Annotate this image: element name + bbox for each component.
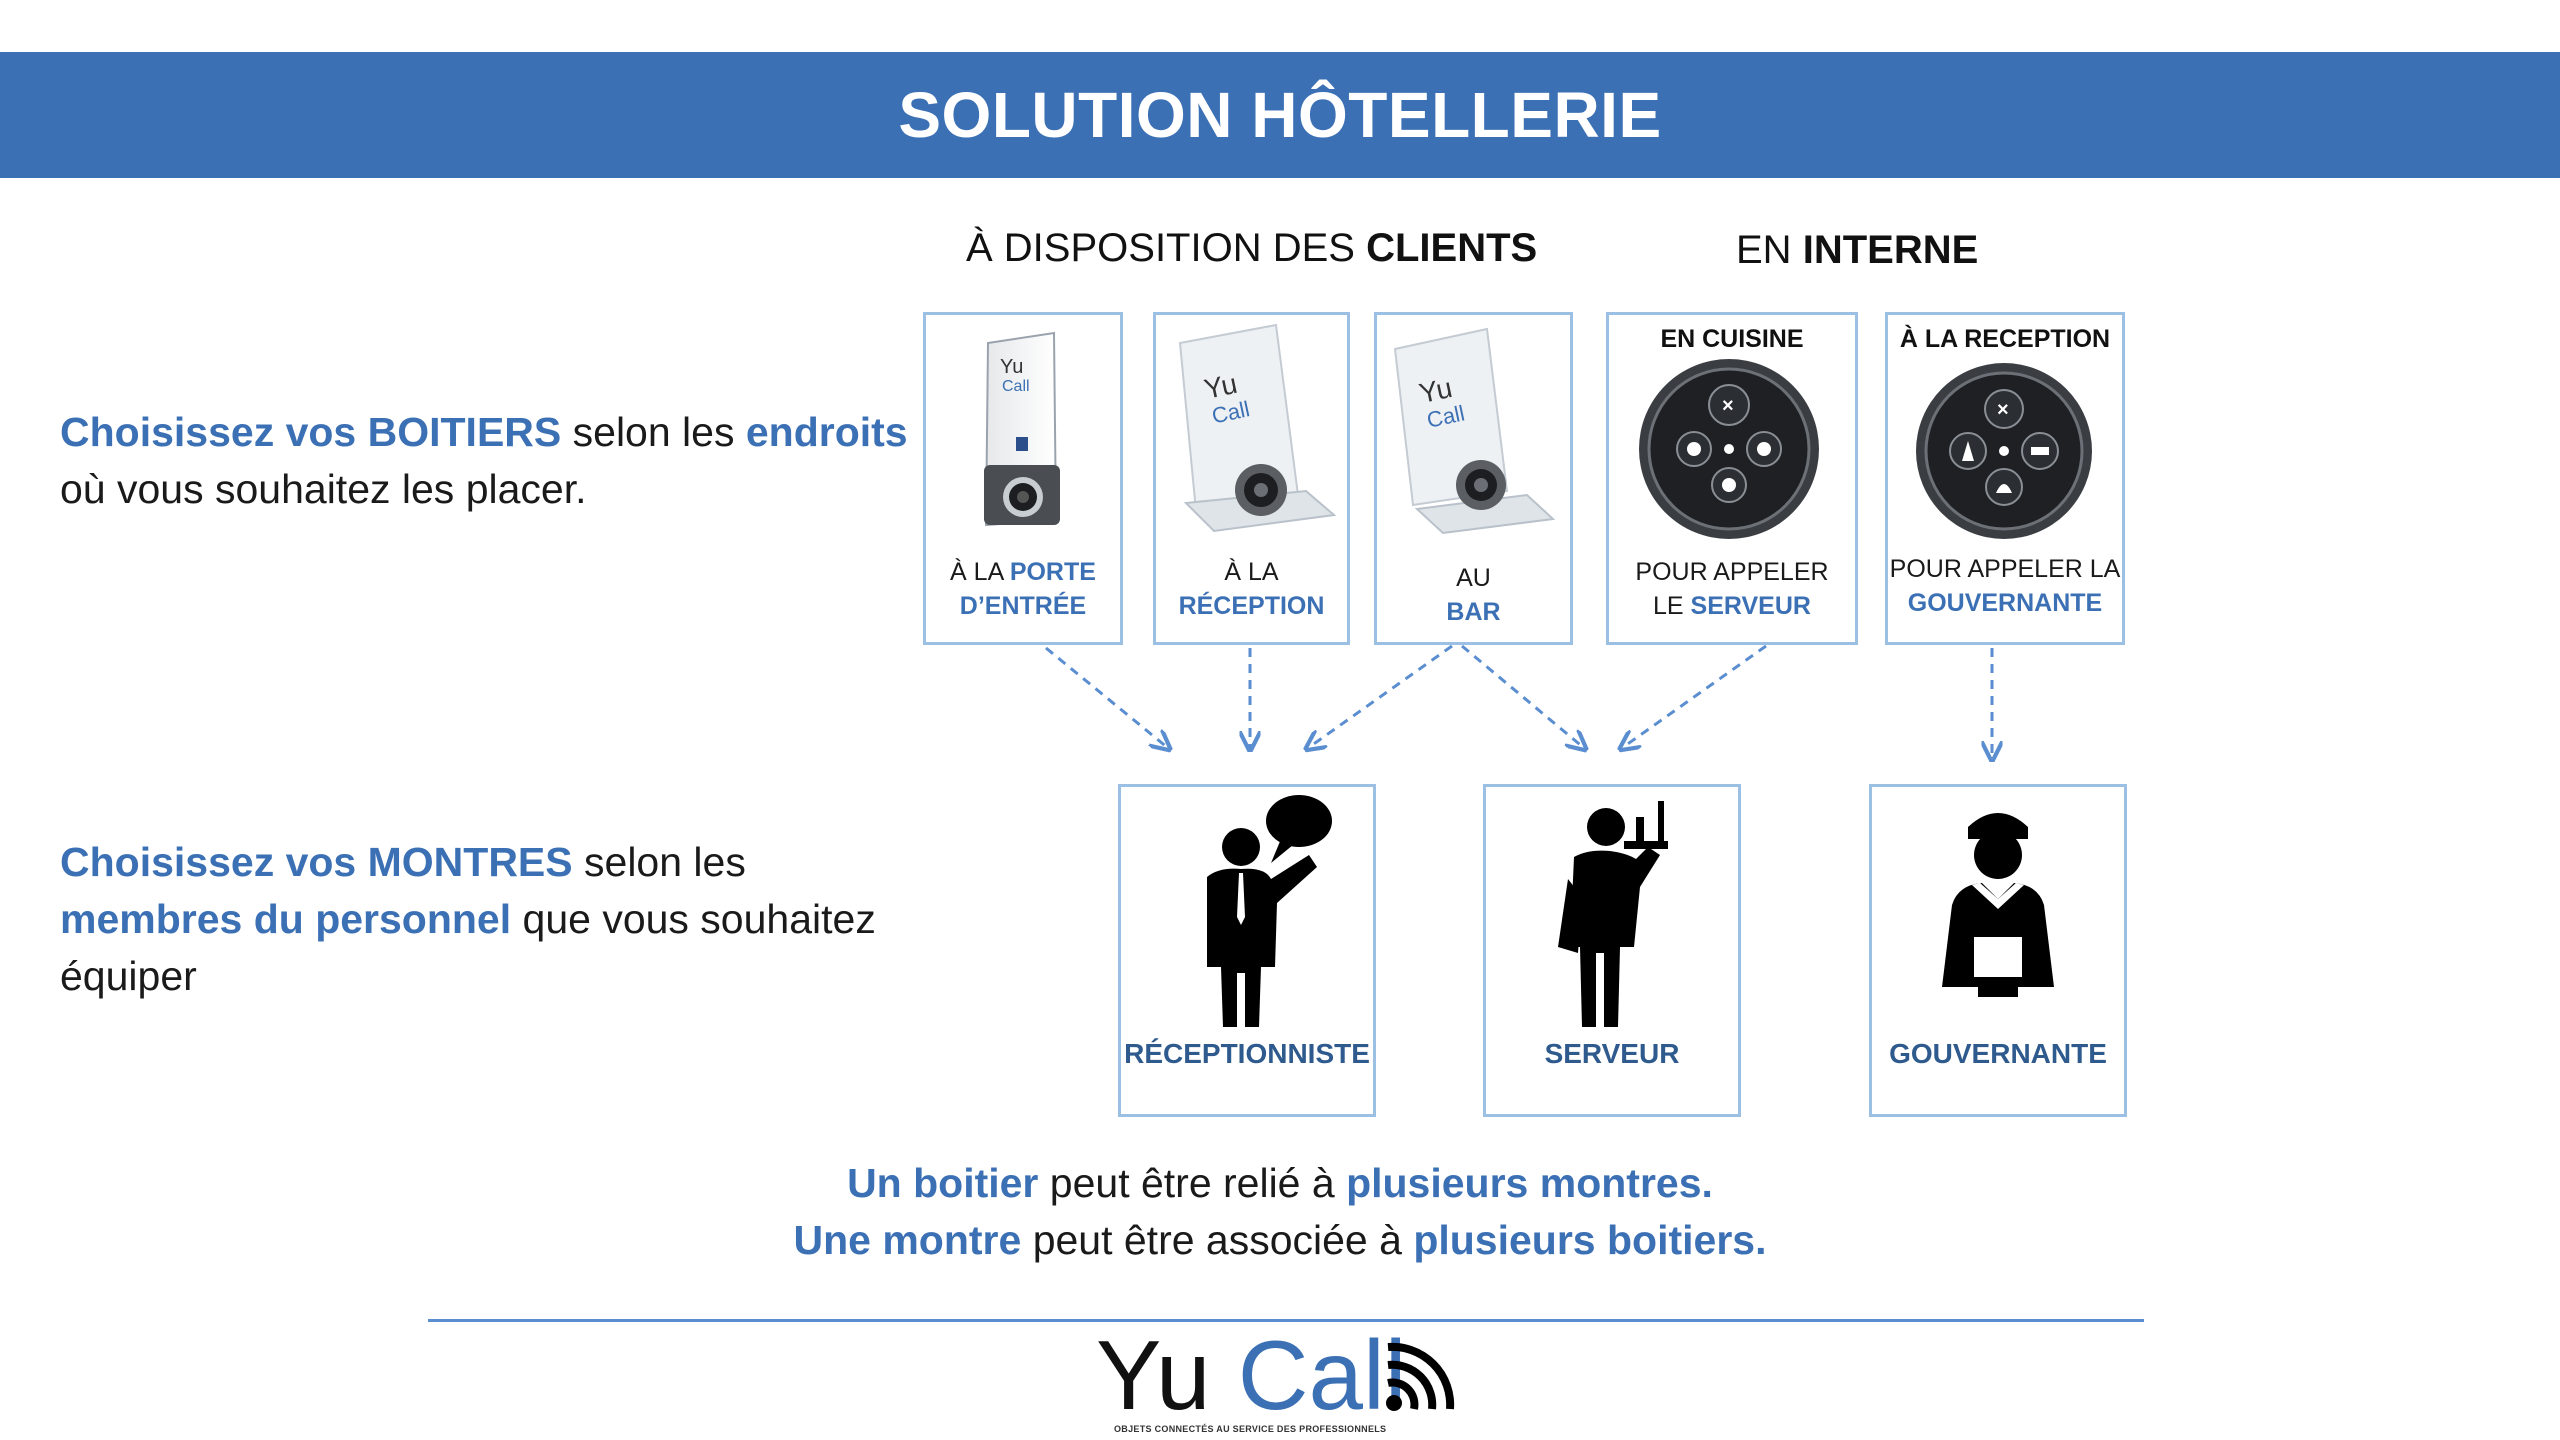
arrow-bar-to-waiter — [1462, 646, 1584, 748]
intro-watches-hl2: membres du personnel — [60, 896, 511, 942]
staff-box-housekeeper: GOUVERNANTE — [1869, 784, 2127, 1117]
staff-label-receptionist: RÉCEPTIONNISTE — [1121, 1038, 1373, 1070]
intro-watches-text: Choisissez vos MONTRES selon les membres… — [60, 834, 940, 1005]
arrow-kitchen-to-waiter — [1622, 646, 1766, 748]
arrow-entrance-to-receptionist — [1046, 648, 1168, 748]
wifi-signal-icon — [1380, 1331, 1460, 1421]
summary-l1-end: . — [1702, 1160, 1713, 1206]
logo-yu: Yu — [1096, 1320, 1210, 1430]
summary-l2-plain1: peut être associée à — [1021, 1217, 1413, 1263]
logo-tagline: OBJETS CONNECTÉS AU SERVICE DES PROFESSI… — [1114, 1424, 1386, 1434]
summary-l2-hl1: Une montre — [793, 1217, 1021, 1263]
intro-watches-plain3: équiper — [60, 953, 197, 999]
staff-label-waiter: SERVEUR — [1486, 1038, 1738, 1070]
intro-watches-plain1: selon les — [573, 839, 746, 885]
intro-watches-plain2: que vous souhaitez — [511, 896, 876, 942]
intro-watches-hl1: Choisissez vos MONTRES — [60, 839, 573, 885]
summary-l1-plain1: peut être relié à — [1038, 1160, 1346, 1206]
connector-arrows — [0, 0, 2560, 800]
summary-l2-hl2: plusieurs boitiers — [1413, 1217, 1755, 1263]
summary-line-1: Un boitier peut être relié à plusieurs m… — [0, 1160, 2560, 1207]
logo-wordmark: Yu Call — [1096, 1325, 1407, 1425]
staff-box-waiter: SERVEUR — [1483, 784, 1741, 1117]
summary-l2-end: . — [1755, 1217, 1766, 1263]
summary-l1-hl1: Un boitier — [847, 1160, 1038, 1206]
waiter-icon — [1486, 787, 1738, 1027]
summary-l1-hl2: plusieurs montres — [1346, 1160, 1701, 1206]
staff-label-housekeeper: GOUVERNANTE — [1872, 1038, 2124, 1070]
arrow-bar-to-receptionist — [1308, 646, 1452, 748]
receptionist-icon — [1121, 787, 1373, 1027]
summary-line-2: Une montre peut être associée à plusieur… — [0, 1217, 2560, 1264]
yucall-logo: Yu Call OBJETS CONNECTÉS AU SERVICE DES … — [1096, 1325, 1496, 1440]
staff-box-receptionist: RÉCEPTIONNISTE — [1118, 784, 1376, 1117]
housekeeper-icon — [1872, 787, 2124, 1027]
